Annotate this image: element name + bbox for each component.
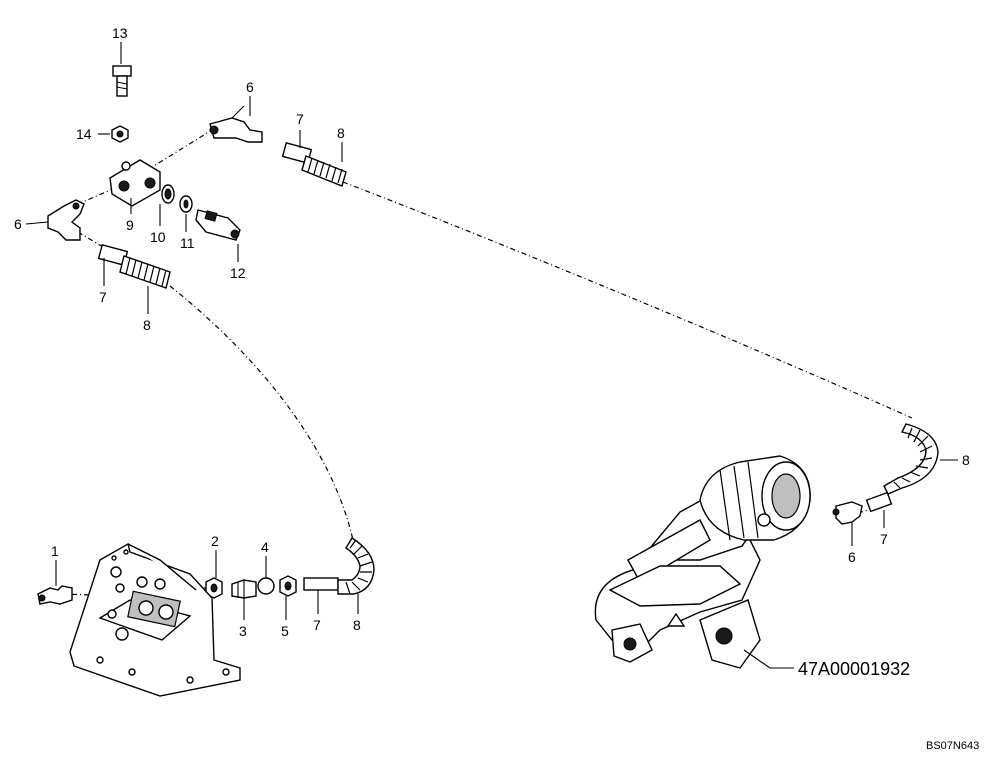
callout-8-right: 8: [962, 452, 970, 468]
spring-guard-8-left: [119, 255, 171, 314]
coiled-hose-8-right: [883, 423, 958, 495]
callout-11: 11: [180, 235, 195, 251]
callout-6-top: 6: [246, 79, 254, 95]
callout-4: 4: [261, 539, 269, 555]
callout-1: 1: [51, 543, 59, 559]
callout-8-top: 8: [337, 125, 345, 141]
callout-2: 2: [211, 533, 219, 549]
callout-8-left: 8: [143, 317, 151, 333]
coiled-hose-8-bottom: [337, 537, 375, 614]
nut-5: [279, 575, 297, 620]
callout-5: 5: [281, 623, 289, 639]
callout-13: 13: [112, 25, 128, 41]
elbow-6-left: [25, 199, 85, 241]
callout-7-left: 7: [99, 289, 107, 305]
callout-3: 3: [239, 623, 247, 639]
callout-10: 10: [150, 229, 166, 245]
callout-12: 12: [230, 265, 246, 281]
callout-labels: 13 14 6 6 9 10 11 12 7 8 7 8 8 6 7 1 2 3…: [14, 25, 979, 752]
hose-fitting-7-bottom: [303, 577, 339, 614]
adapter-3: [231, 579, 257, 620]
hose-fitting-7-top: [281, 130, 313, 164]
hose-fitting-7-left: [97, 244, 129, 286]
nut-2: [205, 550, 223, 599]
fitting-1: [37, 560, 73, 605]
hose-fitting-7-right: [865, 491, 893, 528]
elbow-6-top: [209, 96, 263, 143]
callout-6-left: 6: [14, 216, 22, 232]
spring-guard-8-top: [301, 142, 347, 187]
washer-11: [179, 195, 193, 232]
callout-7-top: 7: [296, 111, 304, 127]
cap-4: [257, 556, 275, 595]
valve-bracket: [69, 542, 241, 697]
callout-14: 14: [76, 126, 92, 142]
nut-14: [98, 125, 129, 143]
callout-6-right: 6: [848, 549, 856, 565]
tee-fitting-9: [109, 159, 161, 214]
elbow-6-right: [832, 501, 863, 546]
switch-12: [195, 209, 241, 262]
callout-7-bottom: 7: [313, 617, 321, 633]
bolt-13: [112, 42, 132, 97]
callout-9: 9: [126, 217, 134, 233]
callout-7-right: 7: [880, 531, 888, 547]
drawing-code: BS07N643: [926, 740, 979, 752]
seal-10: [159, 184, 175, 226]
reference-assembly-number: 47A00001932: [798, 659, 910, 679]
brake-chamber-assembly: [594, 455, 811, 669]
callout-8-bottom: 8: [353, 617, 361, 633]
